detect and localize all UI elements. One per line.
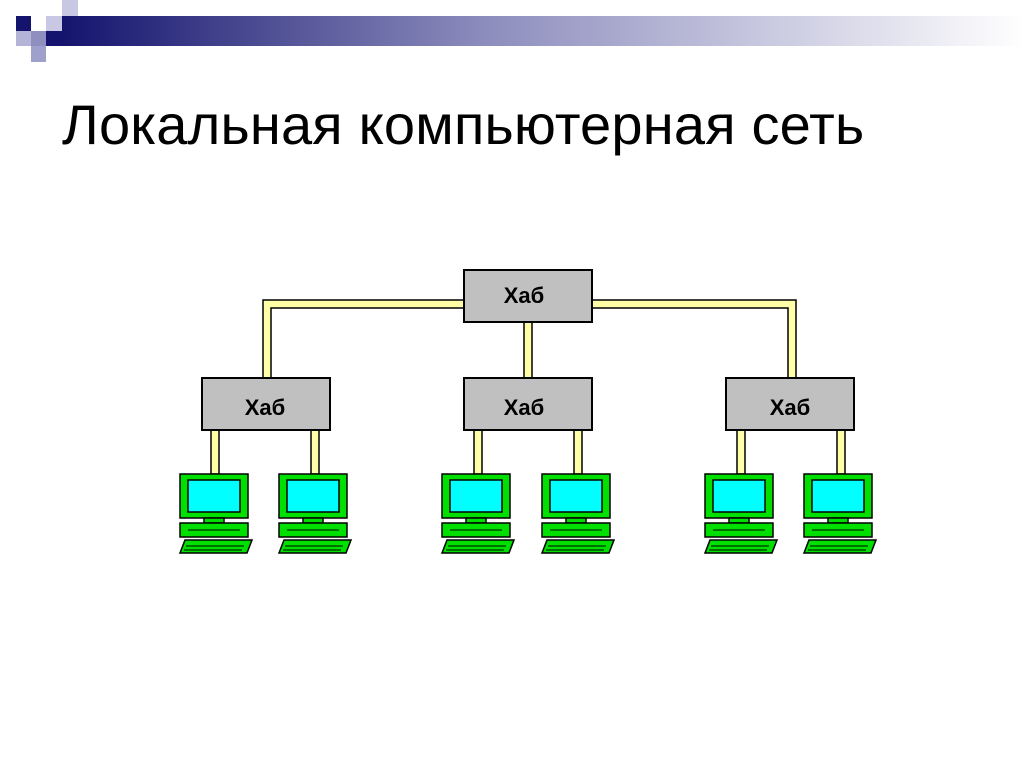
root-hub-box <box>463 269 593 323</box>
hub-label: Хаб <box>504 395 545 420</box>
header-square <box>16 31 31 46</box>
computer-icon <box>179 473 253 554</box>
header-square <box>16 16 31 31</box>
header-square <box>31 46 46 62</box>
hub-label: Хаб <box>770 395 811 420</box>
root-hub: Хаб <box>463 269 593 323</box>
header-square <box>31 16 46 31</box>
cable-hub3-pc1 <box>736 429 746 475</box>
slide-title: Локальная компьютерная сеть <box>62 93 865 156</box>
cable-hub1-pc2 <box>310 429 320 475</box>
cable-hub2-pc2 <box>573 429 583 475</box>
cable-root-left <box>262 299 465 379</box>
hub-box <box>725 377 855 431</box>
cable-root-middle <box>523 321 533 379</box>
header-square <box>31 31 46 46</box>
computer-icon <box>541 473 615 554</box>
root-hub-label: Хаб <box>504 283 545 308</box>
computer-icon <box>441 473 515 554</box>
hub-label: Хаб <box>245 395 286 420</box>
cable-root-right <box>591 299 797 379</box>
header-gradient-bar <box>62 16 1024 46</box>
header-square <box>46 31 62 46</box>
hub-box <box>463 377 593 431</box>
computer-icon <box>803 473 877 554</box>
cable-hub1-pc1 <box>210 429 220 475</box>
cables <box>210 299 846 475</box>
child-hub: Хаб <box>725 377 855 431</box>
child-hub: Хаб <box>201 377 331 431</box>
header-decoration <box>16 0 1024 62</box>
hub-box <box>201 377 331 431</box>
header-square <box>62 0 78 16</box>
cable-hub3-pc2 <box>836 429 846 475</box>
cable-hub2-pc1 <box>473 429 483 475</box>
computer-icon <box>278 473 352 554</box>
computer-icon <box>704 473 778 554</box>
header-square <box>46 16 62 31</box>
child-hub: Хаб <box>463 377 593 431</box>
